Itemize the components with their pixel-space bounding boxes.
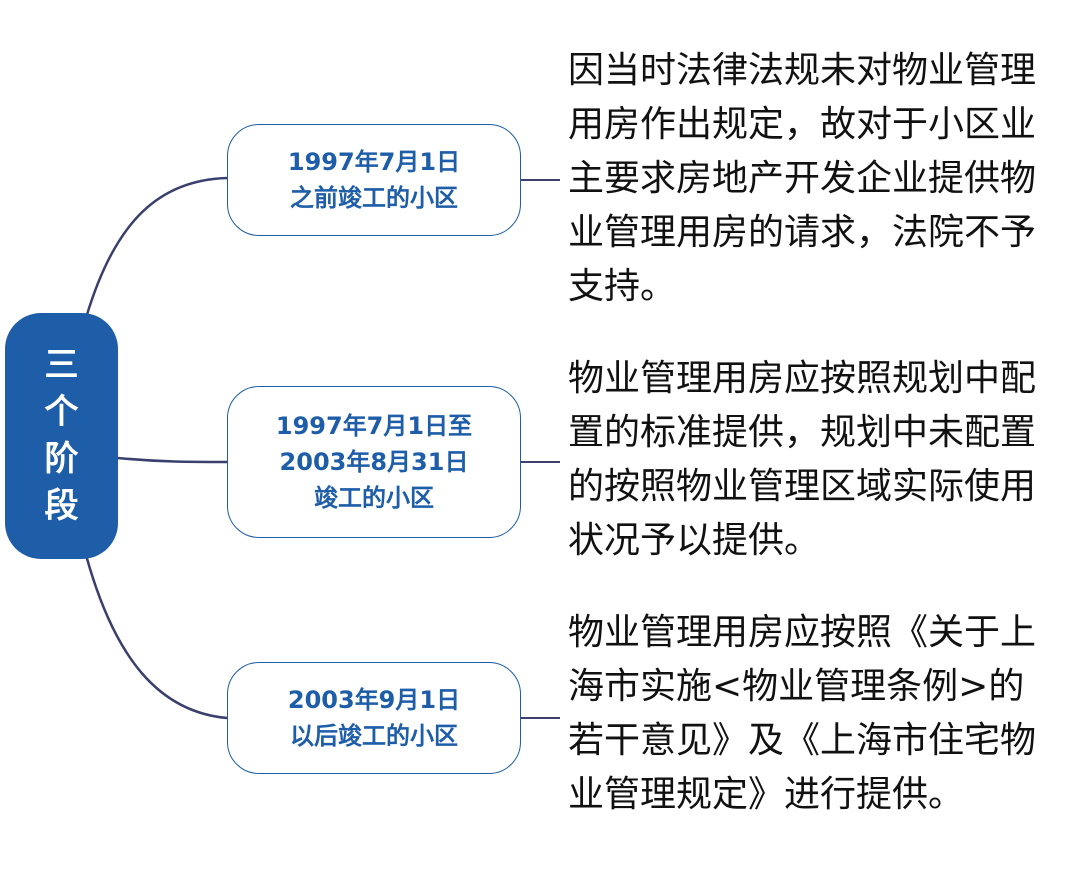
- branch-node-1: 1997年7月1日 之前竣工的小区: [227, 124, 521, 236]
- branch-node-3: 2003年9月1日 以后竣工的小区: [227, 662, 521, 774]
- description-3-line-4: 业管理规定》进行提供。: [568, 774, 965, 815]
- branch-3-line-2: 以后竣工的小区: [290, 722, 458, 750]
- description-2-line-2: 置的标准提供，规划中未配置: [568, 412, 1037, 453]
- root-char-3: 阶: [44, 439, 79, 479]
- description-1-line-5: 支持。: [568, 266, 677, 307]
- branch-1-line-2: 之前竣工的小区: [290, 184, 458, 212]
- root-char-4: 段: [44, 486, 79, 526]
- branch-3-line-1: 2003年9月1日: [287, 686, 461, 714]
- description-1: 因当时法律法规未对物业管理 用房作出规定，故对于小区业 主要求房地产开发企业提供…: [568, 44, 1036, 314]
- description-2-line-4: 状况予以提供。: [568, 520, 821, 561]
- description-2-line-1: 物业管理用房应按照规划中配: [568, 358, 1037, 399]
- branch-2-line-1: 1997年7月1日至: [275, 412, 473, 440]
- description-1-line-3: 主要求房地产开发企业提供物: [568, 158, 1037, 199]
- description-2-line-3: 的按照物业管理区域实际使用: [568, 466, 1037, 507]
- description-1-line-1: 因当时法律法规未对物业管理: [568, 50, 1037, 91]
- root-node: 三 个 阶 段: [5, 313, 118, 559]
- description-3-line-3: 若干意见》及《上海市住宅物: [568, 720, 1037, 761]
- root-char-2: 个: [44, 392, 79, 432]
- branch-2-line-2: 2003年8月31日: [279, 448, 469, 476]
- description-1-line-2: 用房作出规定，故对于小区业: [568, 104, 1037, 145]
- description-1-line-4: 业管理用房的请求，法院不予: [568, 212, 1037, 253]
- connector-root-to-branch-3: [84, 554, 228, 720]
- root-char-1: 三: [44, 345, 79, 385]
- branch-1-line-1: 1997年7月1日: [287, 148, 461, 176]
- description-3: 物业管理用房应按照《关于上 海市实施<物业管理条例>的 若干意见》及《上海市住宅…: [568, 606, 1036, 822]
- branch-2-line-3: 竣工的小区: [314, 484, 434, 512]
- description-2: 物业管理用房应按照规划中配 置的标准提供，规划中未配置 的按照物业管理区域实际使…: [568, 352, 1036, 568]
- connector-root-to-branch-2: [117, 456, 228, 464]
- description-3-line-2: 海市实施<物业管理条例>的: [568, 666, 1025, 707]
- connector-root-to-branch-1: [84, 176, 228, 319]
- description-3-line-1: 物业管理用房应按照《关于上: [568, 612, 1037, 653]
- branch-node-2: 1997年7月1日至 2003年8月31日 竣工的小区: [227, 386, 521, 538]
